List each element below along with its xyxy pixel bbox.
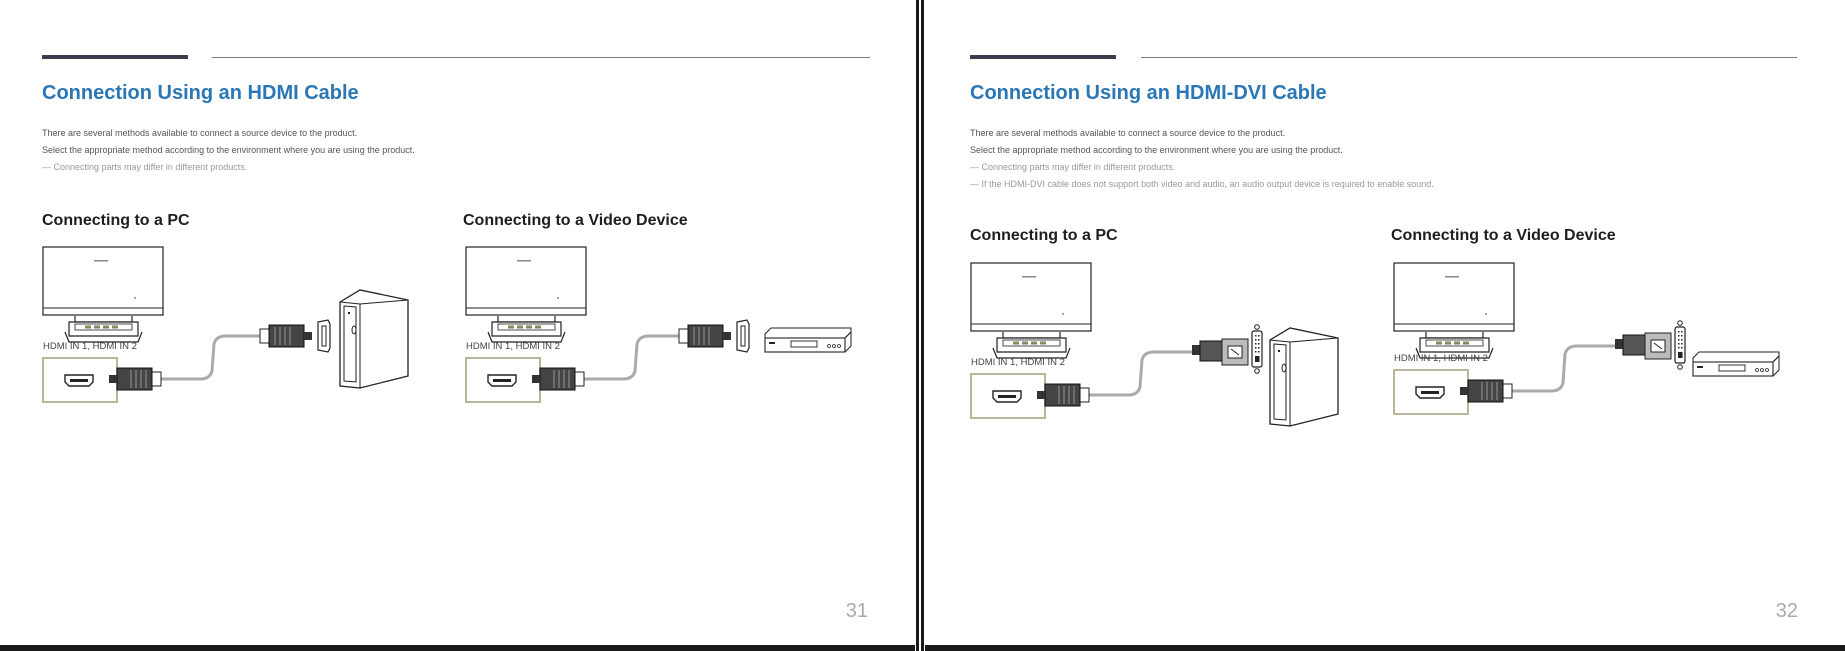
left-page: Connection Using an HDMI Cable There are…: [0, 0, 915, 645]
hdmi-port-icon: [736, 319, 750, 353]
hdmi-plug-icon: [259, 324, 313, 348]
intro-line-1: There are several methods available to c…: [42, 128, 358, 138]
hdmi-plug-icon: [1460, 380, 1512, 402]
hdmi-port-icon: [317, 319, 331, 353]
monitor-icon: [465, 246, 587, 343]
video-player-icon: [764, 327, 852, 353]
dvi-port-icon: [1251, 324, 1263, 374]
section-heading-pc: Connecting to a PC: [42, 212, 190, 229]
port-label: HDMI IN 1, HDMI IN 2: [1394, 353, 1488, 364]
dvi-plug-icon: [1614, 332, 1672, 360]
right-page: Connection Using an HDMI-DVI Cable There…: [925, 0, 1845, 645]
header-rule: [212, 57, 870, 58]
hdmi-port-icon: [465, 357, 541, 403]
section-heading-video: Connecting to a Video Device: [463, 212, 688, 229]
monitor-icon: [42, 246, 164, 343]
hdmi-plug-icon: [109, 368, 161, 390]
port-label: HDMI IN 1, HDMI IN 2: [971, 357, 1065, 368]
header-rule: [1141, 57, 1797, 58]
header-rule-accent: [970, 55, 1116, 59]
pc-tower-icon: [1269, 327, 1339, 427]
page-number: 31: [845, 600, 868, 622]
hdmi-plug-icon: [532, 368, 584, 390]
page-title: Connection Using an HDMI-DVI Cable: [970, 82, 1327, 104]
intro-line-1: There are several methods available to c…: [970, 128, 1286, 138]
section-heading-pc: Connecting to a PC: [970, 227, 1118, 244]
note-2: ― If the HDMI-DVI cable does not support…: [970, 179, 1434, 189]
intro-line-2: Select the appropriate method according …: [42, 145, 415, 155]
dvi-plug-icon: [1191, 338, 1249, 366]
video-dvi-connection-diagram: [1393, 262, 1780, 415]
note-marker: ―: [970, 179, 979, 189]
pc-dvi-connection-diagram: [970, 262, 1339, 427]
pc-tower-icon: [339, 289, 409, 389]
note-marker: ―: [42, 162, 51, 172]
hdmi-port-icon: [1393, 369, 1469, 415]
port-label: HDMI IN 1, HDMI IN 2: [466, 341, 560, 352]
video-player-icon: [1692, 351, 1780, 377]
header-rule-accent: [42, 55, 188, 59]
hdmi-plug-icon: [1037, 384, 1089, 406]
note-1: ― Connecting parts may differ in differe…: [42, 162, 248, 172]
hdmi-port-icon: [970, 373, 1046, 419]
page-divider: [915, 0, 925, 651]
hdmi-plug-icon: [678, 324, 732, 348]
section-heading-video: Connecting to a Video Device: [1391, 227, 1616, 244]
hdmi-port-icon: [42, 357, 118, 403]
video-connection-diagram: [465, 246, 852, 403]
note-marker: ―: [970, 162, 979, 172]
monitor-icon: [1393, 262, 1515, 359]
pc-connection-diagram: [42, 246, 409, 403]
page-title: Connection Using an HDMI Cable: [42, 82, 359, 104]
intro-line-2: Select the appropriate method according …: [970, 145, 1343, 155]
dvi-port-icon: [1674, 320, 1686, 370]
note-1: ― Connecting parts may differ in differe…: [970, 162, 1176, 172]
port-label: HDMI IN 1, HDMI IN 2: [43, 341, 137, 352]
monitor-icon: [970, 262, 1092, 359]
page-number: 32: [1775, 600, 1798, 622]
